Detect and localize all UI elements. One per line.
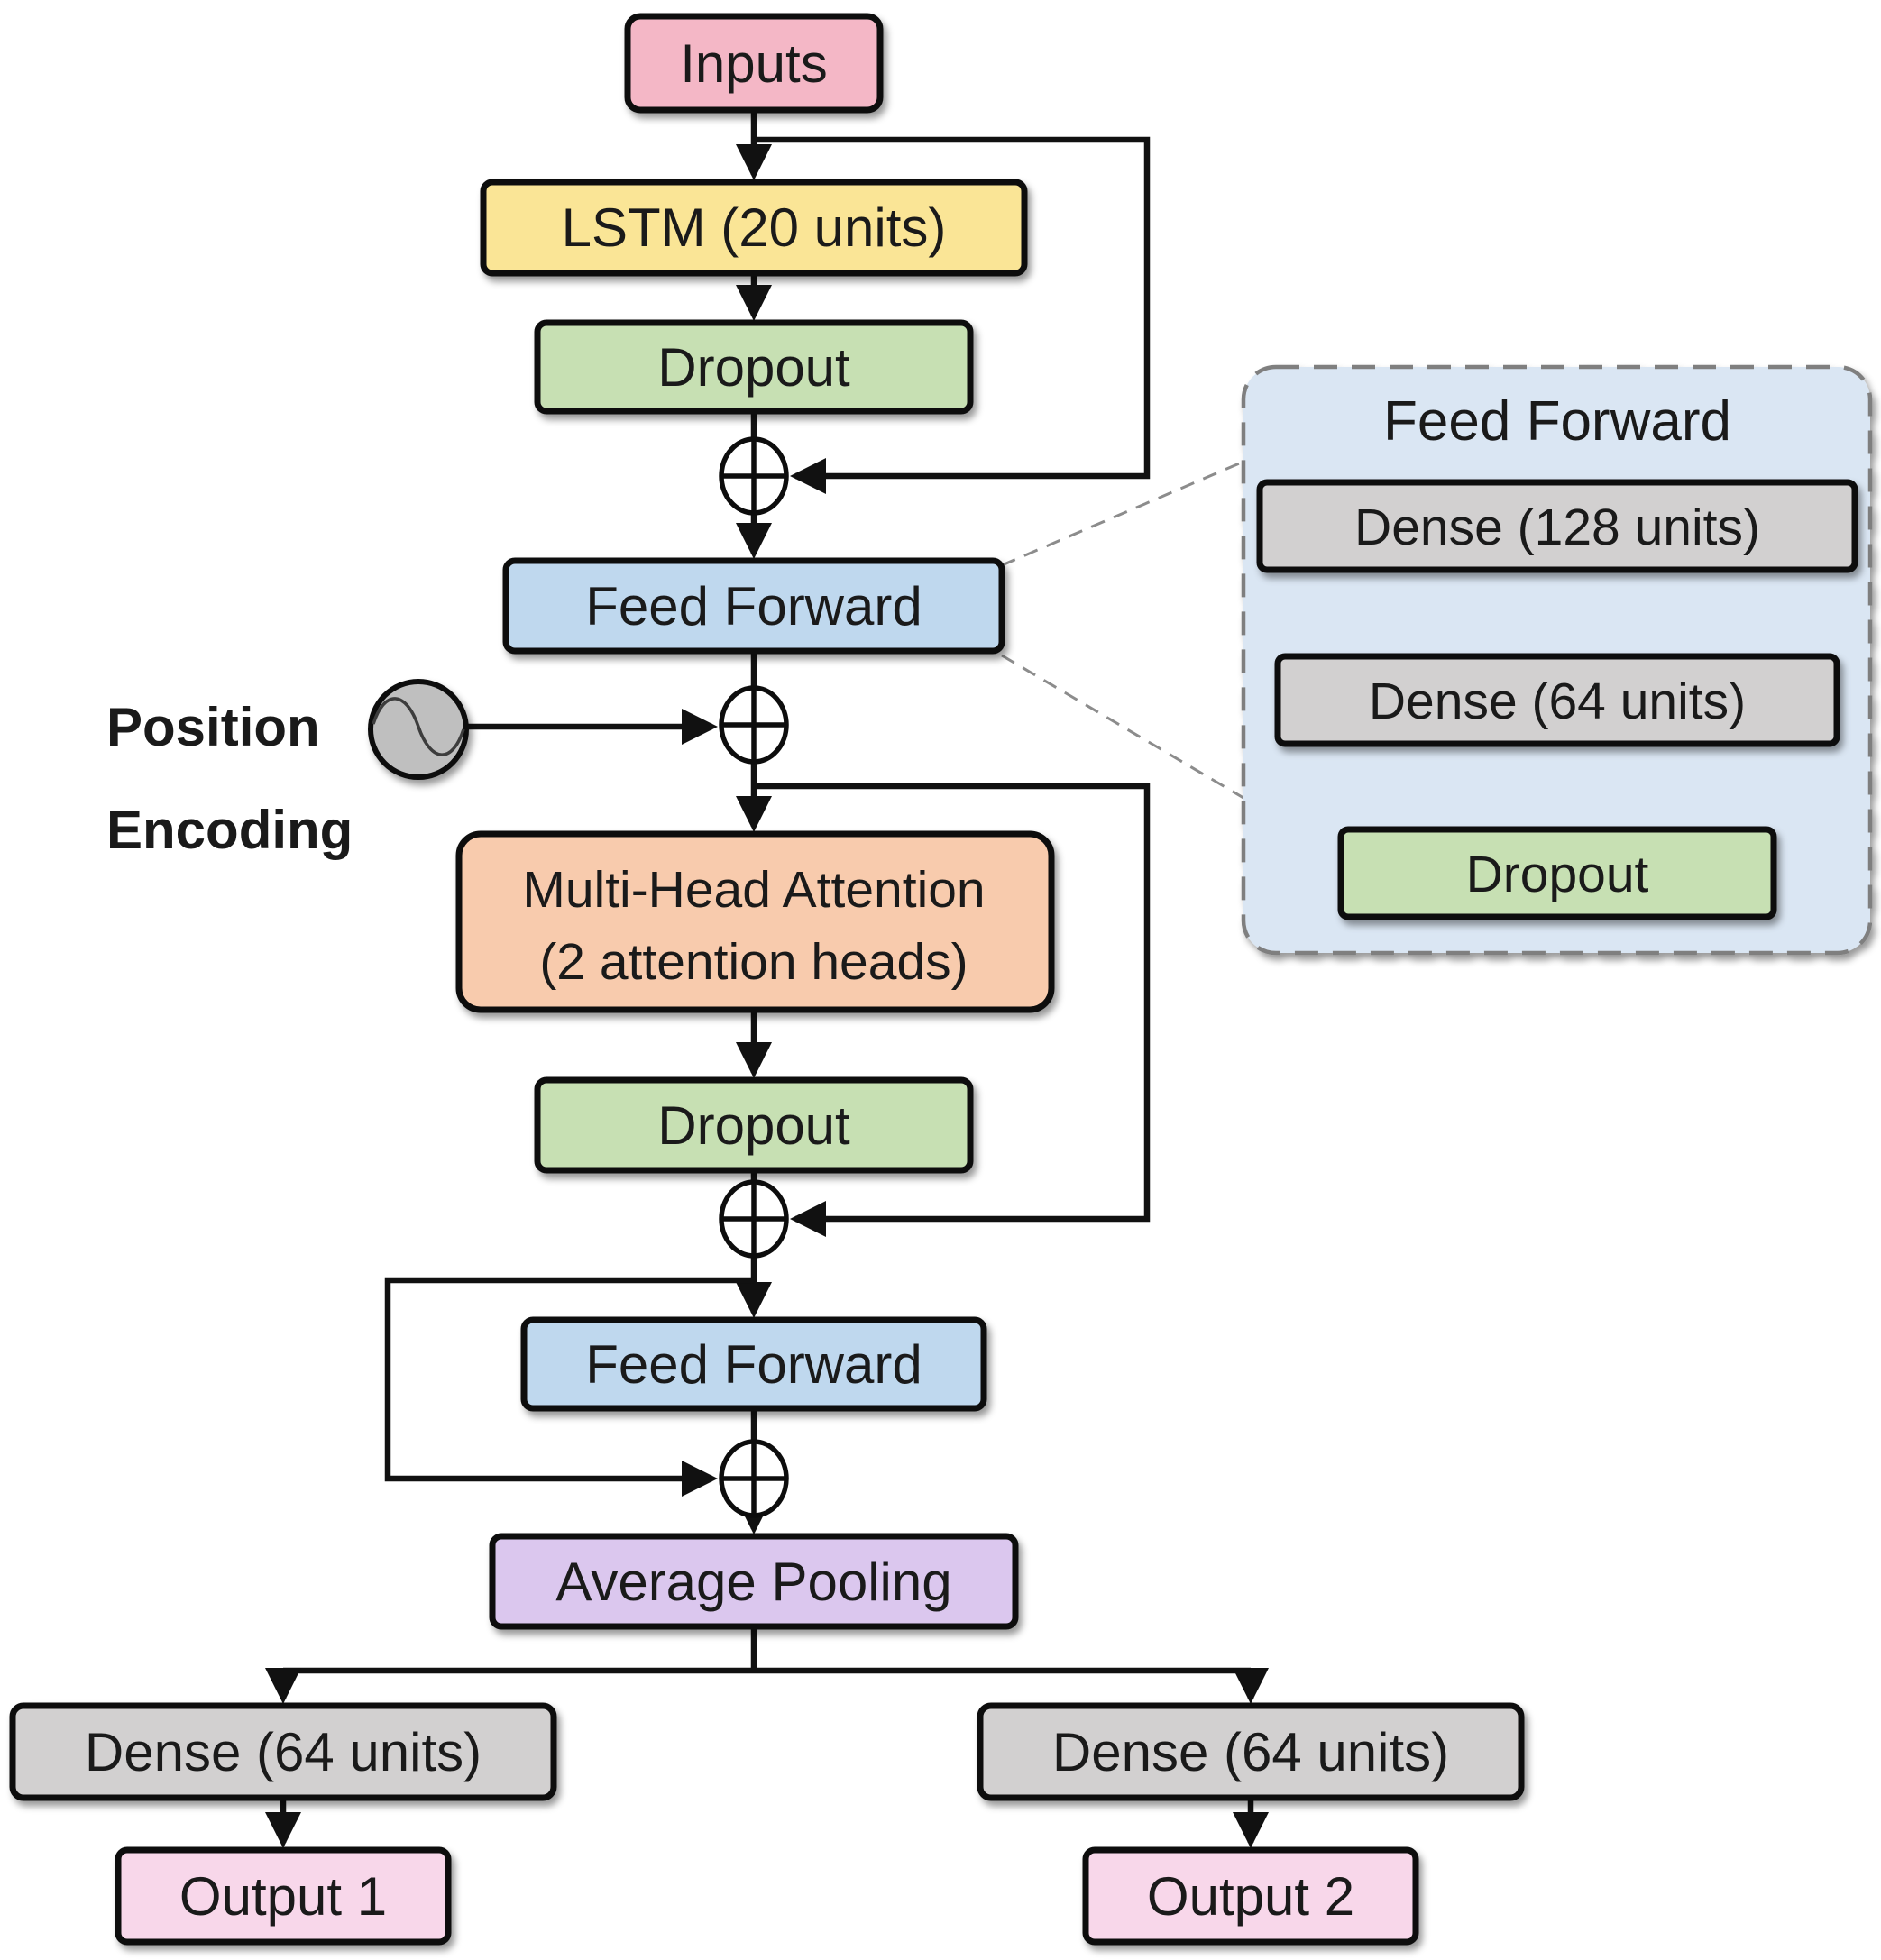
position-encoding-label-line1: Position <box>106 697 320 757</box>
add-symbol-3 <box>719 1179 789 1259</box>
panel-dropout-box <box>1337 826 1777 920</box>
dropout-1-box <box>534 319 974 415</box>
multi-head-attention-node: Multi-Head Attention (2 attention heads) <box>455 830 1055 1013</box>
output-2-node: Output 2 <box>1082 1846 1419 1946</box>
dense-left-box <box>9 1702 557 1801</box>
edge-skip-add3-to-add4 <box>384 1277 754 1497</box>
average-pooling-label: Average Pooling <box>555 1552 951 1612</box>
position-encoding: Position Encoding <box>106 679 469 860</box>
edge-skip-inputs-to-add1 <box>754 136 1151 494</box>
feed-forward-2-box <box>520 1316 987 1412</box>
dense-left-label: Dense (64 units) <box>85 1722 482 1782</box>
output-2-label: Output 2 <box>1147 1866 1354 1927</box>
inputs-label: Inputs <box>680 33 827 94</box>
panel-dropout-label: Dropout <box>1466 846 1649 903</box>
dropout-2-node: Dropout <box>534 1076 974 1174</box>
average-pooling-node: Average Pooling <box>489 1533 1019 1630</box>
panel-dense-128-box <box>1256 479 1858 573</box>
feed-forward-1-box <box>502 557 1005 655</box>
dense-right-node: Dense (64 units) <box>977 1702 1525 1801</box>
panel-dense-64-node: Dense (64 units) <box>1274 653 1840 747</box>
panel-dense-64-label: Dense (64 units) <box>1369 673 1746 730</box>
feed-forward-1-label: Feed Forward <box>585 576 922 637</box>
panel-callout-connectors <box>1001 460 1244 800</box>
output-1-label: Output 1 <box>179 1866 387 1927</box>
edge-pool-split <box>283 1626 1251 1674</box>
panel-dropout-node: Dropout <box>1337 826 1777 920</box>
feed-forward-2-label: Feed Forward <box>585 1334 922 1395</box>
dropout-2-label: Dropout <box>657 1095 850 1156</box>
lstm-label: LSTM (20 units) <box>562 197 947 258</box>
add-symbol-2 <box>719 685 789 765</box>
multi-head-attention-label-line1: Multi-Head Attention <box>522 861 985 919</box>
callout-line-top <box>1001 460 1244 567</box>
add-symbol-4 <box>719 1439 789 1518</box>
dense-left-node: Dense (64 units) <box>9 1702 557 1801</box>
average-pooling-box <box>489 1533 1019 1630</box>
detail-panel-title: Feed Forward <box>1383 390 1731 453</box>
inputs-box <box>624 13 884 114</box>
feed-forward-detail-panel: Feed Forward Dense (128 units) Dense (64… <box>1241 364 1873 956</box>
panel-dense-128-label: Dense (128 units) <box>1354 499 1760 556</box>
output-1-node: Output 1 <box>115 1846 452 1946</box>
callout-line-bottom <box>1001 654 1244 800</box>
output-2-box <box>1082 1846 1419 1946</box>
feed-forward-1-node: Feed Forward <box>502 557 1005 655</box>
panel-dense-128-node: Dense (128 units) <box>1256 479 1858 573</box>
lstm-box <box>480 179 1028 277</box>
dense-right-box <box>977 1702 1525 1801</box>
lstm-node: LSTM (20 units) <box>480 179 1028 277</box>
sine-wave-path <box>372 697 465 756</box>
dropout-1-node: Dropout <box>534 319 974 415</box>
dense-right-label: Dense (64 units) <box>1052 1722 1449 1782</box>
edge-skip-add2-to-add3 <box>754 783 1151 1237</box>
inputs-node: Inputs <box>624 13 884 114</box>
output-1-box <box>115 1846 452 1946</box>
panel-dense-64-box <box>1274 653 1840 747</box>
dropout-2-box <box>534 1076 974 1174</box>
multi-head-attention-label-line2: (2 attention heads) <box>539 933 968 991</box>
add-symbol-1 <box>719 436 789 516</box>
dropout-1-label: Dropout <box>657 337 850 398</box>
sine-wave-circle-icon <box>368 679 469 780</box>
feed-forward-2-node: Feed Forward <box>520 1316 987 1412</box>
multi-head-attention-box <box>455 830 1055 1013</box>
position-encoding-label-line2: Encoding <box>106 800 353 860</box>
